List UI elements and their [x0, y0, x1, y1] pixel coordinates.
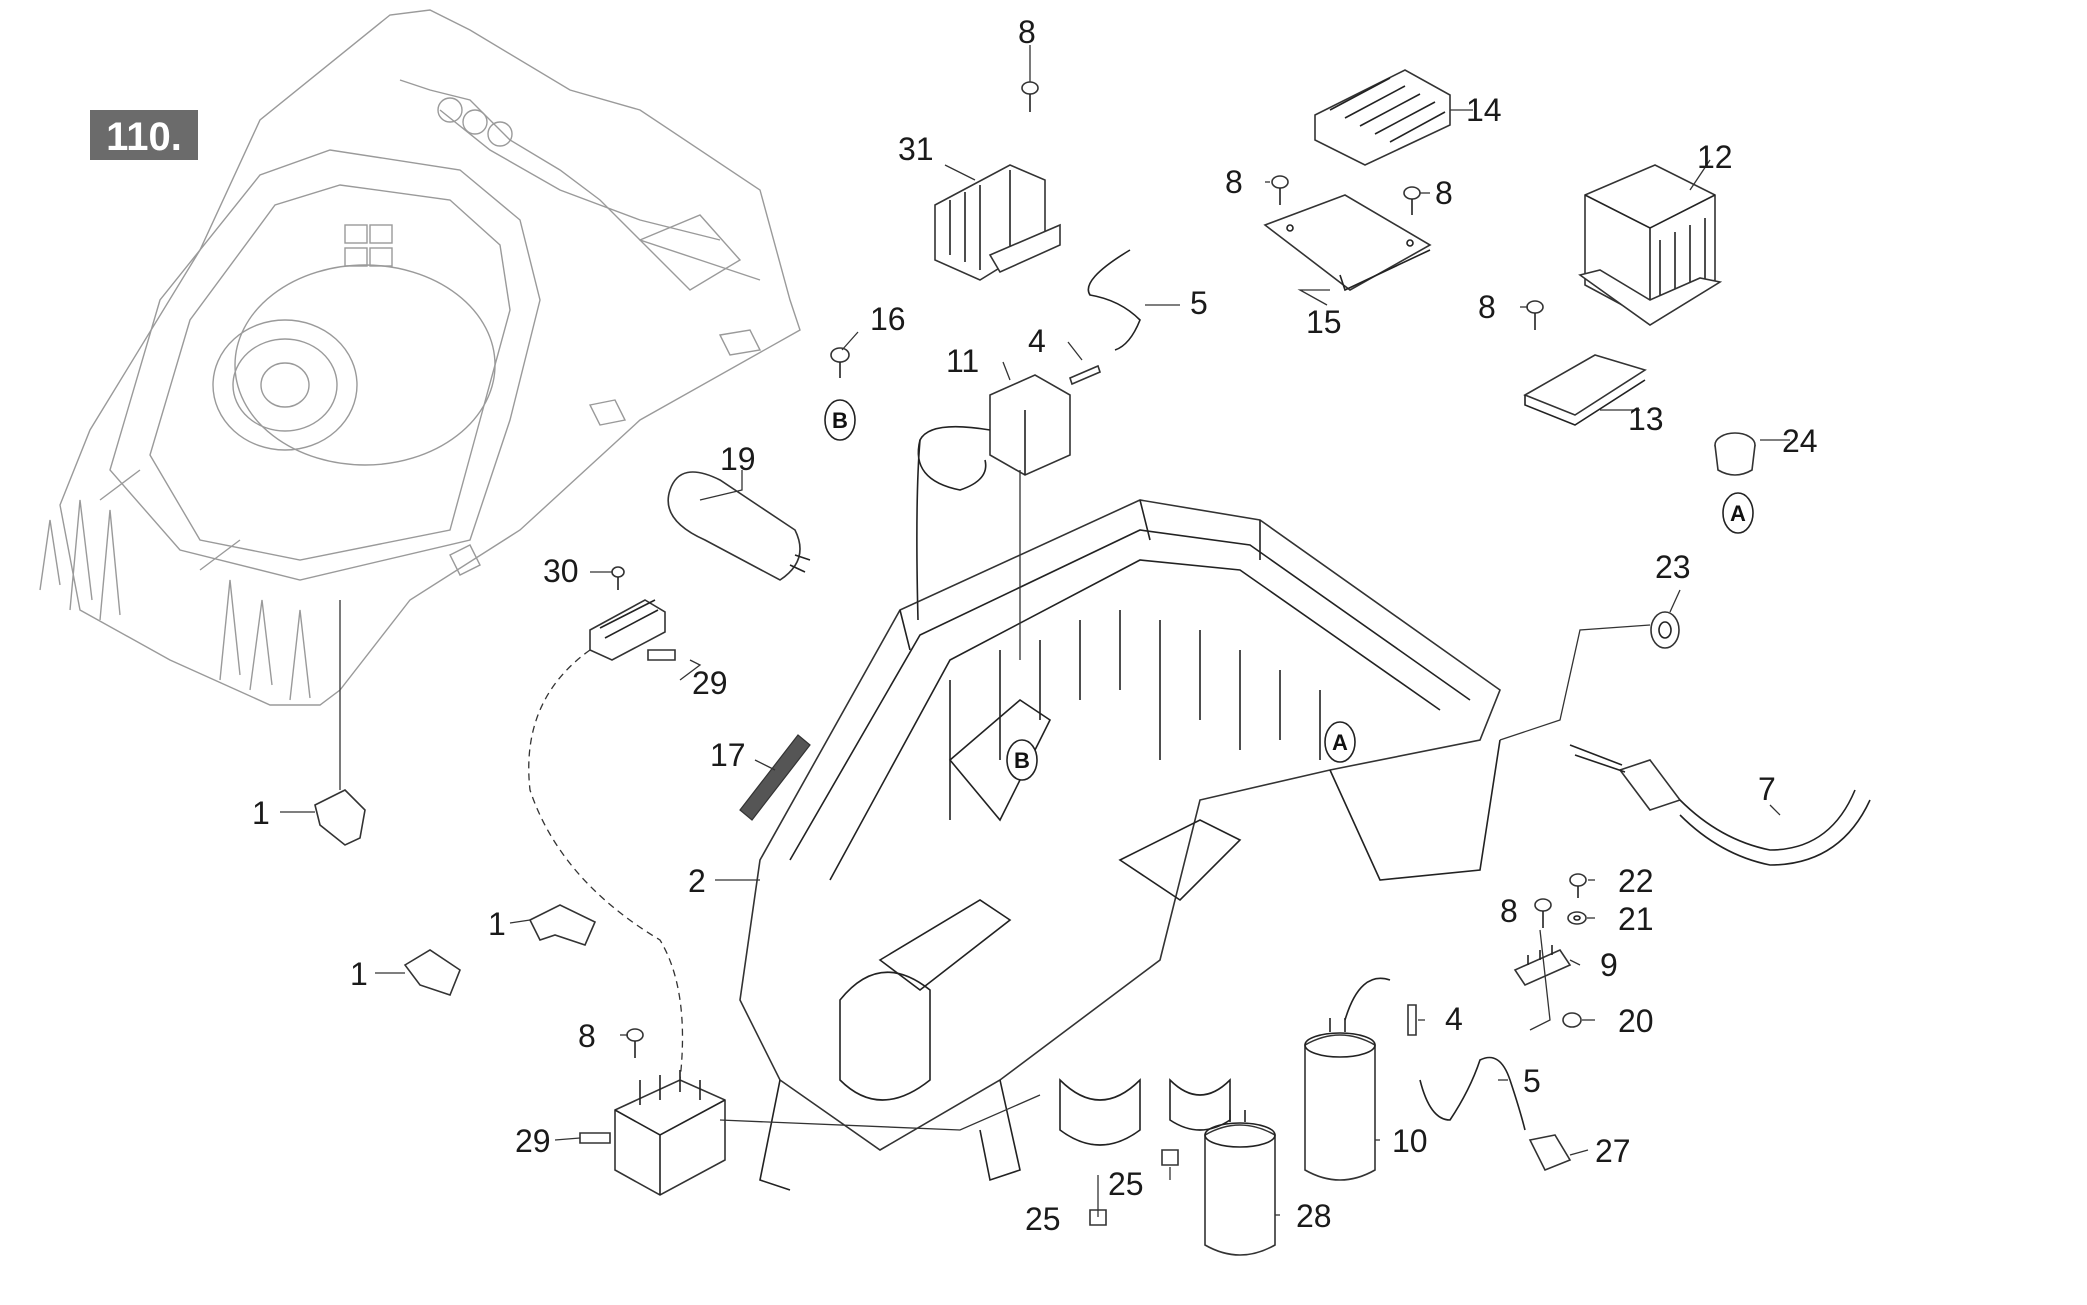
- electrical-box: [739, 499, 1501, 1191]
- callout-8: 8: [1435, 175, 1453, 211]
- foot-25-b: [1161, 1149, 1179, 1166]
- din-rail-13: [1523, 354, 1647, 426]
- callout-9: 9: [1600, 947, 1618, 983]
- callout-8: 8: [1225, 164, 1243, 200]
- callout-4: 4: [1028, 323, 1046, 359]
- callout-29: 29: [692, 665, 728, 701]
- callout-27: 27: [1595, 1133, 1631, 1169]
- screw-8-c: [1403, 186, 1421, 215]
- screw-8-a: [1021, 81, 1039, 112]
- callout-11: 11: [946, 343, 979, 379]
- callout-30: 30: [543, 553, 579, 589]
- clip-1-a: [314, 789, 366, 846]
- marker-a-top: A: [1722, 492, 1754, 534]
- callout-2: 2: [688, 863, 706, 899]
- screw-8-f: [626, 1028, 644, 1058]
- capacitor-28: [1204, 1110, 1276, 1256]
- thermostat-11: [916, 374, 1071, 621]
- callout-16: 16: [870, 301, 906, 337]
- connector-29-top: [647, 649, 676, 661]
- callout-25: 25: [1025, 1201, 1061, 1237]
- callout-19: 19: [720, 441, 756, 477]
- callout-1: 1: [252, 795, 270, 831]
- svg-text:A: A: [1730, 501, 1746, 526]
- power-cable-7: [1569, 744, 1871, 866]
- callout-1: 1: [488, 906, 506, 942]
- callout-8: 8: [1018, 14, 1036, 50]
- callout-13: 13: [1628, 401, 1664, 437]
- callout-10: 10: [1392, 1123, 1428, 1159]
- screw-8-d: [1526, 300, 1544, 330]
- screw-8-e: [1534, 898, 1552, 928]
- svg-text:A: A: [1332, 730, 1348, 755]
- contactor-12: [1578, 164, 1723, 326]
- callout-8: 8: [1500, 893, 1518, 929]
- callout-28: 28: [1296, 1198, 1332, 1234]
- mounting-plate-15: [1263, 194, 1432, 292]
- marker-b-box: B: [1006, 739, 1038, 781]
- terminal-block-31: [934, 164, 1061, 281]
- terminal-strip-14: [1314, 69, 1451, 166]
- callout-25: 25: [1108, 1166, 1144, 1202]
- callout-31: 31: [898, 131, 934, 167]
- callout-5: 5: [1190, 285, 1208, 321]
- capacitor-19: [667, 471, 811, 581]
- foot-25-a: [1089, 1209, 1107, 1226]
- callout-12: 12: [1697, 139, 1733, 175]
- capacitor-10: [1304, 1018, 1376, 1181]
- plug-24: [1714, 432, 1756, 476]
- callout-8: 8: [578, 1018, 596, 1054]
- svg-text:B: B: [832, 408, 848, 433]
- screw-16: [830, 347, 850, 378]
- wire-4-bottom: [1344, 977, 1417, 1036]
- callout-7: 7: [1758, 771, 1776, 807]
- screw-22: [1569, 873, 1587, 898]
- callout-22: 22: [1618, 863, 1654, 899]
- page-number-badge: 110.: [90, 110, 198, 160]
- page-number-text: 110.: [106, 115, 182, 159]
- callout-4: 4: [1445, 1001, 1463, 1037]
- callout-14: 14: [1466, 92, 1502, 128]
- clip-1-b: [528, 904, 597, 946]
- callout-5: 5: [1523, 1063, 1541, 1099]
- housing-cover: [39, 9, 801, 706]
- clip-1-c: [403, 949, 461, 996]
- callout-1: 1: [350, 956, 368, 992]
- callout-21: 21: [1618, 901, 1654, 937]
- marker-b-top: B: [824, 399, 856, 441]
- wire-5-top: [1087, 249, 1141, 351]
- washer-21: [1567, 911, 1587, 925]
- wiring-path: [528, 649, 684, 1081]
- screw-8-b: [1271, 175, 1289, 205]
- heating-strip-17: [739, 734, 811, 821]
- nut-20: [1562, 1012, 1582, 1028]
- terminal-27: [1528, 1134, 1572, 1172]
- callout-17: 17: [710, 737, 746, 773]
- terminal-strip-9: [1513, 945, 1572, 987]
- wire-5-bottom: [1419, 1056, 1526, 1131]
- marker-a-box: A: [1324, 721, 1356, 763]
- screw-30: [611, 566, 625, 590]
- connector-4-top: [1069, 364, 1101, 386]
- callout-8: 8: [1478, 289, 1496, 325]
- grommet-23: [1650, 611, 1680, 649]
- relay-29: [614, 1070, 726, 1196]
- callout-15: 15: [1306, 304, 1342, 340]
- callout-20: 20: [1618, 1003, 1654, 1039]
- svg-text:B: B: [1014, 748, 1030, 773]
- callout-23: 23: [1655, 549, 1691, 585]
- leader-lines: [280, 45, 1790, 1217]
- callout-labels: 8 31 14 12 8 8 15 5 8 16 4 11 13 24 19 3…: [252, 14, 1818, 1237]
- callout-24: 24: [1782, 423, 1818, 459]
- callout-29: 29: [515, 1123, 551, 1159]
- connector-29-bottom: [579, 1132, 611, 1144]
